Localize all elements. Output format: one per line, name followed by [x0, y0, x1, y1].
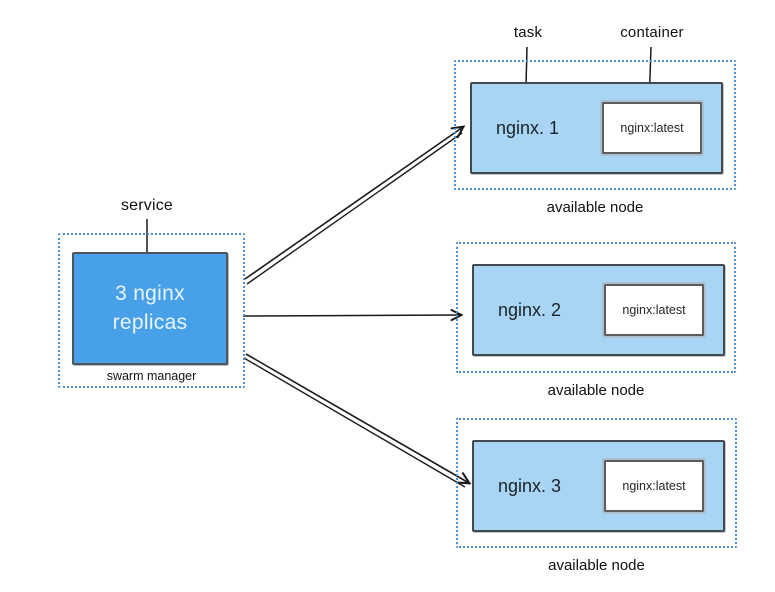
available-node-3: nginx. 3 nginx:latest available node: [456, 418, 737, 574]
node-3-dotted-boundary: nginx. 3 nginx:latest: [456, 418, 737, 548]
node-2-dotted-boundary: nginx. 2 nginx:latest: [456, 242, 736, 373]
container-box-2: nginx:latest: [604, 284, 704, 336]
available-node-1: nginx. 1 nginx:latest available node: [454, 60, 736, 216]
task-box-2: nginx. 2 nginx:latest: [472, 264, 725, 356]
container-box-1: nginx:latest: [602, 102, 702, 154]
swarm-manager-label: swarm manager: [106, 369, 197, 383]
container-label: container: [620, 24, 684, 41]
container-image-3: nginx:latest: [622, 479, 686, 493]
task-name-3: nginx. 3: [498, 475, 562, 496]
available-node-2: nginx. 2 nginx:latest available node: [456, 242, 736, 399]
service-title-line1: 3 nginx: [115, 282, 185, 306]
arrow-service-to-node-1: [244, 127, 463, 285]
service-title-line2: replicas: [112, 310, 188, 334]
container-image-1: nginx:latest: [620, 121, 684, 135]
task-name-2: nginx. 2: [498, 299, 562, 320]
task-name-1: nginx. 1: [496, 117, 560, 138]
node-3-caption: available node: [548, 557, 645, 574]
task-box-1: nginx. 1 nginx:latest: [470, 82, 723, 174]
service-box: 3 nginx replicas: [72, 252, 228, 365]
arrow-service-to-node-3: [243, 353, 469, 488]
task-label: task: [513, 24, 543, 41]
container-box-3: nginx:latest: [604, 460, 704, 512]
task-box-3: nginx. 3 nginx:latest: [472, 440, 725, 532]
node-1-dotted-boundary: nginx. 1 nginx:latest: [454, 60, 736, 190]
container-image-2: nginx:latest: [622, 303, 686, 317]
swarm-manager-group: 3 nginx replicas swarm manager: [58, 233, 245, 388]
node-1-caption: available node: [546, 199, 644, 216]
arrow-service-to-node-2: [242, 315, 461, 316]
service-label: service: [120, 197, 174, 214]
node-2-caption: available node: [547, 382, 645, 399]
